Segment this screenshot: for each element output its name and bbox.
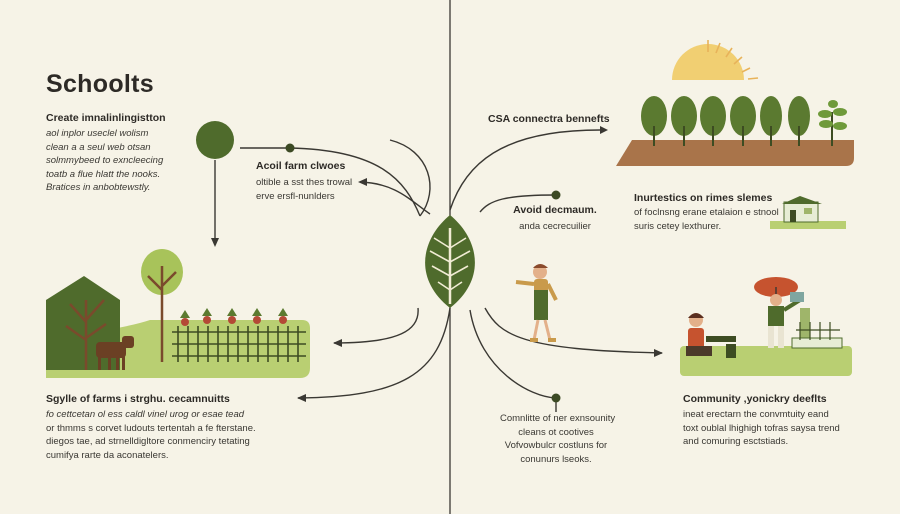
block-heading: Community ,yonickry deeflts [683, 393, 827, 405]
body-line: toatb a flue hlatt the nooks. [46, 168, 161, 180]
text-block-top-left: Create imnalinlingistton aol inplor usec… [46, 112, 166, 195]
body-line: erve ersfl-nunlders [256, 190, 335, 202]
cow-icon [96, 336, 134, 370]
block-heading: Sgylle of farms i strghu. cecamnuitts [46, 393, 230, 405]
connector-lower-right [484, 307, 663, 354]
block-body: ineat erectarn the convmtuity eand toxt … [683, 408, 840, 449]
text-block-bottom-left: Sgylle of farms i strghu. cecamnuitts fo… [46, 393, 256, 462]
block-body: aol inplor useclel wolism clean a a seul… [46, 127, 166, 195]
connector-bottom-left [297, 307, 451, 399]
body-line: conunurs lseoks. [520, 453, 592, 465]
arrow-heads [211, 126, 663, 402]
greenhouse-icon [770, 196, 846, 229]
body-line: or thmms s corvet ludouts tertentah a fe… [46, 422, 256, 434]
sun-icon [672, 40, 759, 80]
connector-center-right [479, 194, 557, 213]
body-line: cleans ot cootives [518, 426, 594, 438]
body-line: diegos tae, ad strnelldigltore conmencir… [46, 436, 250, 447]
body-line: of foclnsng erane etalaion e stnool [634, 207, 779, 218]
body-line: Bratices in anbobtewstly. [46, 182, 151, 193]
text-block-top-right: CSA connectra bennefts [488, 113, 610, 125]
block-body: of foclnsng erane etalaion e stnool suri… [634, 206, 779, 233]
page-title: Schoolts [46, 70, 154, 98]
body-line: solmmybeed to exncleecing [46, 155, 164, 166]
crop-plants [180, 308, 288, 326]
block-heading: Create imnalinlingistton [46, 112, 166, 124]
connector-center-left [359, 181, 431, 215]
tree-row [616, 96, 854, 166]
body-line: suris cetey lexthurer. [634, 220, 722, 232]
connector-bottom-center [469, 309, 557, 412]
block-body: anda cecrecuilier [510, 220, 600, 234]
connector-dots [285, 143, 561, 403]
text-block-bottom-center: Comnlitte of ner exnsounity cleans ot co… [500, 412, 616, 466]
block-heading: CSA connectra bennefts [488, 113, 610, 125]
body-line: oltible a sst thes trowal [256, 177, 353, 188]
body-line: clean a a seul web otsan [46, 141, 151, 153]
block-body: Comnlitte of ner exnsounity cleans ot co… [500, 412, 616, 466]
block-body: fo cettcetan ol ess caldl vinel urog or … [46, 408, 256, 462]
text-block-right-mid: Inurtestics on rimes slemes of foclnsng … [634, 192, 779, 233]
text-block-center-left: Acoil farm clwoes oltible a sst thes tro… [256, 160, 352, 203]
text-block-bottom-right: Community ,yonickry deeflts ineat erecta… [683, 393, 840, 449]
students-scene [680, 277, 852, 376]
connector-top-right [449, 129, 601, 211]
body-line: Comnlitte of ner exnsounity [500, 413, 616, 424]
body-line: anda cecrecuilier [519, 221, 591, 232]
body-line: aol inplor useclel wolism [46, 128, 149, 139]
body-line: Vofvowbulcr costluns for [504, 440, 608, 451]
farmer-figure [515, 264, 558, 342]
block-body: oltible a sst thes trowal erve ersfl-nun… [256, 176, 352, 203]
body-line: ineat erectarn the convmtuity eand [683, 409, 829, 420]
block-heading: Avoid decmaum. [513, 204, 597, 216]
leaf-icon [425, 215, 475, 308]
connector-lower-left [333, 307, 419, 344]
block-heading: Acoil farm clwoes [256, 160, 346, 172]
body-line: fo cettcetan ol ess caldl vinel urog or … [46, 409, 245, 420]
block-heading: Inurtestics on rimes slemes [634, 192, 773, 204]
body-line: and comuring esctstiads. [683, 436, 789, 447]
fence-icon [172, 326, 306, 362]
body-line: toxt oublal lhighigh tofras saysa trend [683, 422, 840, 434]
body-line: cumifya rarte da aconatelers. [46, 449, 169, 461]
barn-farm-scene [46, 249, 310, 378]
text-block-center-right: Avoid decmaum. anda cecrecuilier [510, 204, 600, 234]
round-tree-icon [196, 121, 234, 159]
